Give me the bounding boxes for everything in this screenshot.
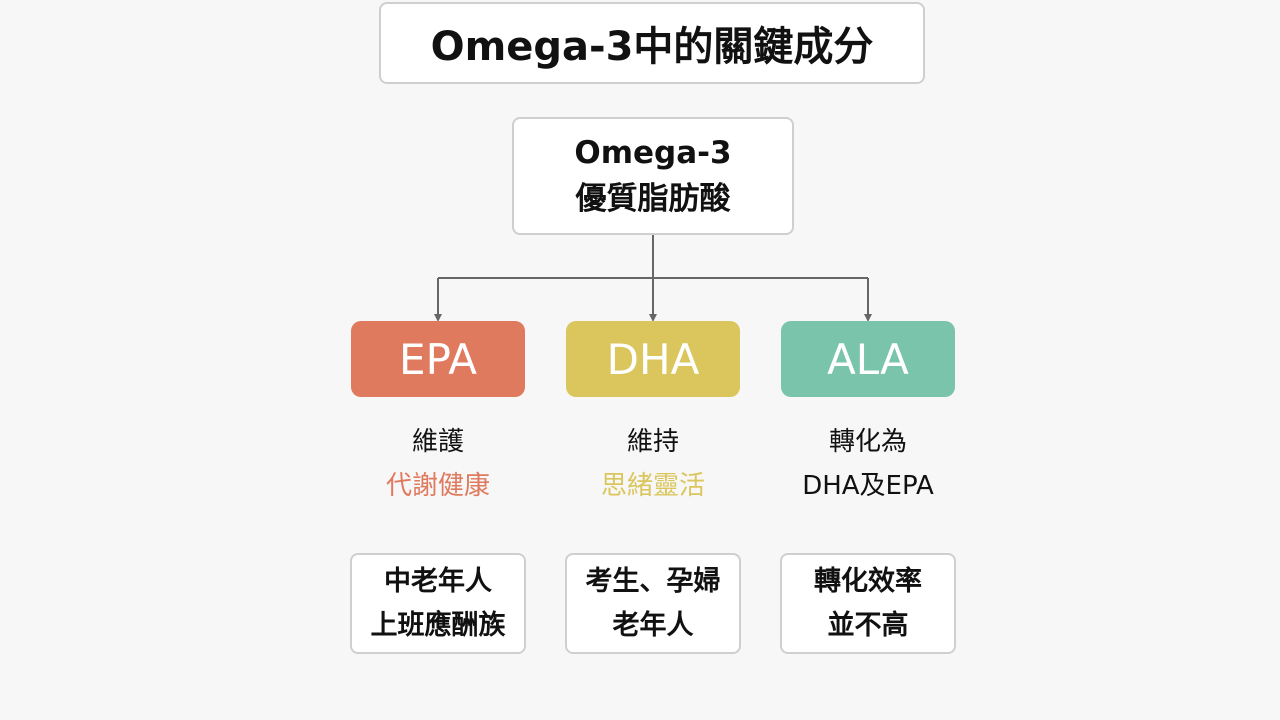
epa-target-group: 中老年人 上班應酬族 <box>350 553 526 654</box>
dha-description: 維持 思緒靈活 <box>543 420 763 508</box>
epa-node-label: EPA <box>399 334 477 384</box>
root-node-line1: Omega-3 <box>574 134 732 171</box>
ala-target-group: 轉化效率 並不高 <box>780 553 956 654</box>
epa-target-line2: 上班應酬族 <box>370 609 506 641</box>
ala-node-label: ALA <box>827 334 909 384</box>
epa-target-line1: 中老年人 <box>384 566 492 598</box>
ala-target-line2: 並不高 <box>827 609 909 641</box>
diagram-title-text: Omega-3中的關鍵成分 <box>430 24 874 70</box>
epa-description-line1: 維護 <box>411 427 464 457</box>
dha-node: DHA <box>566 321 740 397</box>
ala-node: ALA <box>781 321 955 397</box>
dha-target-group: 考生、孕婦 老年人 <box>565 553 741 654</box>
ala-description-line2: DHA及EPA <box>802 471 934 501</box>
diagram-title: Omega-3中的關鍵成分 <box>379 2 925 84</box>
epa-node: EPA <box>351 321 525 397</box>
epa-description: 維護 代謝健康 <box>328 420 548 508</box>
ala-description-line1: 轉化為 <box>828 427 907 457</box>
root-node-line2: 優質脂肪酸 <box>575 181 731 217</box>
ala-target-line1: 轉化效率 <box>814 566 922 598</box>
dha-target-line1: 考生、孕婦 <box>585 566 721 598</box>
dha-target-line2: 老年人 <box>612 609 694 641</box>
ala-description: 轉化為 DHA及EPA <box>758 420 978 508</box>
dha-description-line1: 維持 <box>626 427 679 457</box>
epa-description-line2: 代謝健康 <box>385 471 490 501</box>
root-node: Omega-3 優質脂肪酸 <box>512 117 794 235</box>
dha-description-line2: 思緒靈活 <box>600 471 705 501</box>
dha-node-label: DHA <box>606 334 700 384</box>
